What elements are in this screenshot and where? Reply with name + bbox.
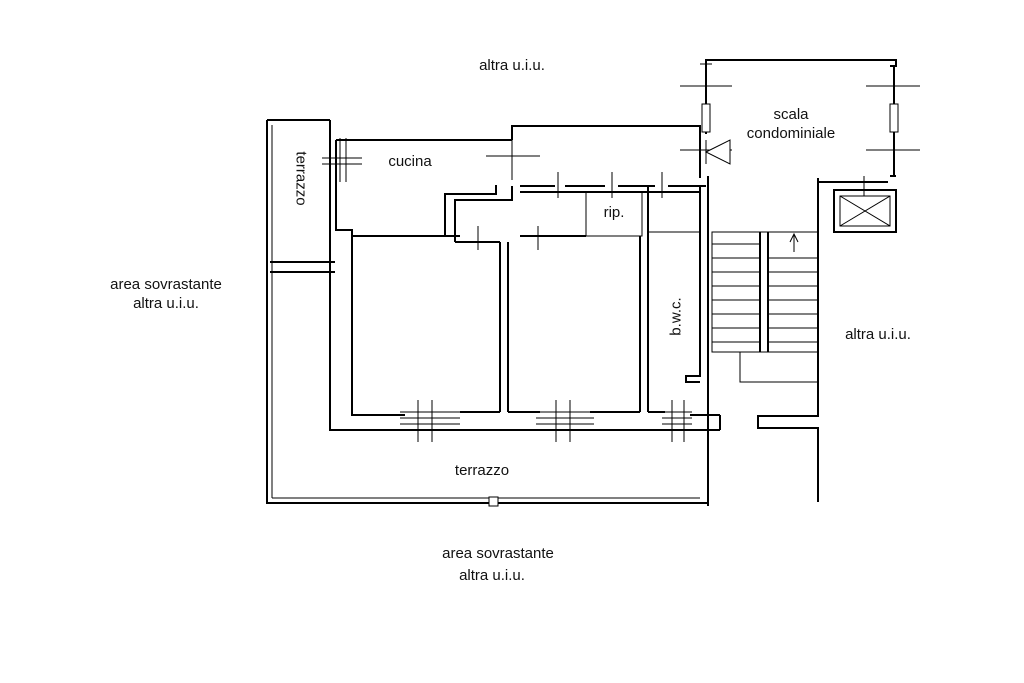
label-left-area-line1: area sovrastante — [110, 276, 222, 293]
label-bathroom: b.w.c. — [667, 297, 685, 336]
label-stair-line2: condominiale — [746, 125, 836, 142]
label-bottom-area-line2: altra u.i.u. — [459, 567, 525, 584]
label-kitchen: cucina — [388, 153, 432, 170]
label-left-area-line2: altra u.i.u. — [133, 295, 199, 312]
staircase — [711, 231, 819, 383]
label-bottom-area-line1: area sovrastante — [442, 545, 554, 562]
label-stair-line1: scala — [773, 106, 809, 123]
label-terrace-bottom: terrazzo — [454, 462, 510, 479]
stair-hall — [680, 59, 920, 502]
interior-walls — [352, 176, 721, 507]
label-storage: rip. — [603, 204, 625, 221]
outer-walls — [266, 119, 708, 504]
openings — [322, 138, 692, 442]
label-terrace-left: terrazzo — [292, 151, 310, 206]
label-top-neighbor: altra u.i.u. — [479, 57, 545, 74]
label-right-neighbor: altra u.i.u. — [845, 326, 911, 343]
